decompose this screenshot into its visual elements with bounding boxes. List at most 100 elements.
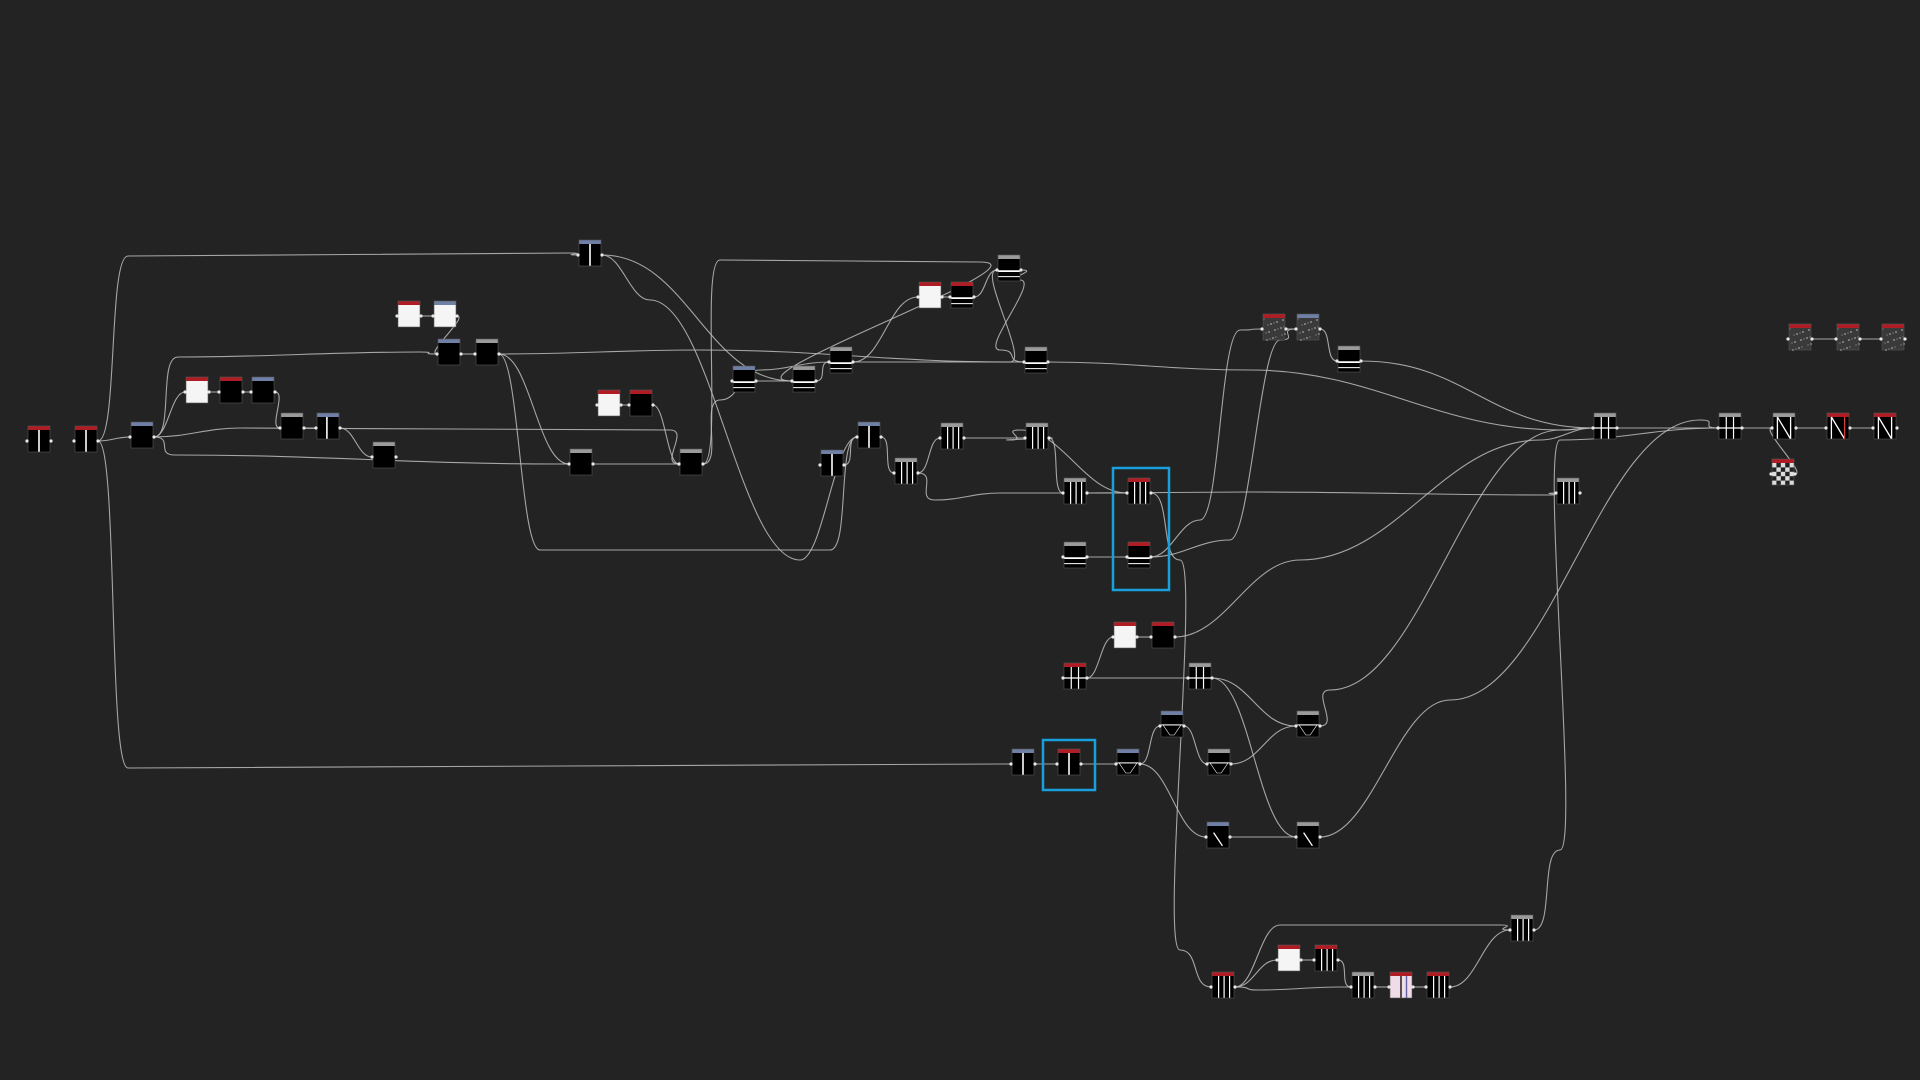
output-port[interactable] xyxy=(879,435,883,439)
output-port[interactable] xyxy=(1085,676,1089,680)
input-port[interactable] xyxy=(1294,835,1298,839)
input-port[interactable] xyxy=(1061,555,1065,559)
output-port[interactable] xyxy=(1229,762,1233,766)
output-port[interactable] xyxy=(1019,268,1023,272)
node-header[interactable] xyxy=(830,347,852,351)
node-header[interactable] xyxy=(317,413,339,417)
output-port[interactable] xyxy=(972,295,976,299)
graph-node[interactable] xyxy=(1770,412,1798,440)
input-port[interactable] xyxy=(677,462,681,466)
graph-node[interactable] xyxy=(1769,458,1797,486)
output-port[interactable] xyxy=(1079,762,1083,766)
node-header[interactable] xyxy=(28,426,50,430)
output-port[interactable] xyxy=(754,379,758,383)
output-port[interactable] xyxy=(338,426,342,430)
graph-node[interactable] xyxy=(1424,971,1452,999)
output-port[interactable] xyxy=(1336,958,1340,962)
input-port[interactable] xyxy=(1125,555,1129,559)
input-port[interactable] xyxy=(627,403,631,407)
node-header[interactable] xyxy=(821,450,843,454)
output-port[interactable] xyxy=(1182,724,1186,728)
graph-node[interactable] xyxy=(827,346,855,374)
node-header[interactable] xyxy=(733,366,755,370)
graph-node[interactable] xyxy=(1111,621,1139,649)
graph-node[interactable] xyxy=(1061,541,1089,569)
input-port[interactable] xyxy=(1114,762,1118,766)
graph-node[interactable] xyxy=(1349,971,1377,999)
input-port[interactable] xyxy=(1149,635,1153,639)
graph-node[interactable] xyxy=(1023,422,1051,450)
input-port[interactable] xyxy=(1834,337,1838,341)
output-port[interactable] xyxy=(701,462,705,466)
output-port[interactable] xyxy=(1138,762,1142,766)
input-port[interactable] xyxy=(72,439,76,443)
output-port[interactable] xyxy=(1411,985,1415,989)
output-port[interactable] xyxy=(1233,985,1237,989)
node-header[interactable] xyxy=(186,377,208,381)
output-port[interactable] xyxy=(940,295,944,299)
input-port[interactable] xyxy=(431,314,435,318)
output-port[interactable] xyxy=(1793,472,1797,476)
graph-node[interactable] xyxy=(1879,323,1907,351)
node-header[interactable] xyxy=(1297,314,1319,318)
output-port[interactable] xyxy=(814,379,818,383)
graph-node[interactable] xyxy=(1055,748,1083,776)
input-port[interactable] xyxy=(1424,985,1428,989)
node-header[interactable] xyxy=(1114,622,1136,626)
input-port[interactable] xyxy=(855,435,859,439)
node-header[interactable] xyxy=(373,442,395,446)
node-header[interactable] xyxy=(220,377,242,381)
output-port[interactable] xyxy=(152,435,156,439)
input-port[interactable] xyxy=(892,471,896,475)
graph-node[interactable] xyxy=(1312,944,1340,972)
input-port[interactable] xyxy=(183,390,187,394)
input-port[interactable] xyxy=(1871,426,1875,430)
node-header[interactable] xyxy=(131,422,153,426)
output-port[interactable] xyxy=(1532,928,1536,932)
input-port[interactable] xyxy=(995,268,999,272)
graph-node[interactable] xyxy=(395,300,423,328)
input-port[interactable] xyxy=(1824,426,1828,430)
node-header[interactable] xyxy=(680,449,702,453)
input-port[interactable] xyxy=(1312,958,1316,962)
node-header[interactable] xyxy=(1882,324,1904,328)
node-header[interactable] xyxy=(1152,622,1174,626)
node-header[interactable] xyxy=(1026,423,1048,427)
node-header[interactable] xyxy=(1427,972,1449,976)
output-port[interactable] xyxy=(651,403,655,407)
node-header[interactable] xyxy=(570,449,592,453)
graph-node[interactable] xyxy=(314,412,342,440)
output-port[interactable] xyxy=(1299,958,1303,962)
node-header[interactable] xyxy=(1064,542,1086,546)
node-header[interactable] xyxy=(1837,324,1859,328)
node-header[interactable] xyxy=(1064,478,1086,482)
graph-node[interactable] xyxy=(1294,710,1322,738)
graph-node[interactable] xyxy=(1275,944,1303,972)
output-port[interactable] xyxy=(1615,426,1619,430)
graph-node[interactable] xyxy=(790,365,818,393)
output-port[interactable] xyxy=(1359,359,1363,363)
graph-node[interactable] xyxy=(1149,621,1177,649)
graph-node[interactable] xyxy=(25,425,53,453)
graph-node[interactable] xyxy=(576,239,604,267)
input-port[interactable] xyxy=(1061,676,1065,680)
input-port[interactable] xyxy=(1275,958,1279,962)
output-port[interactable] xyxy=(1046,360,1050,364)
node-header[interactable] xyxy=(1128,542,1150,546)
graph-node[interactable] xyxy=(1186,662,1214,690)
input-port[interactable] xyxy=(395,314,399,318)
graph-node[interactable] xyxy=(370,441,398,469)
input-port[interactable] xyxy=(1769,472,1773,476)
input-port[interactable] xyxy=(827,360,831,364)
input-port[interactable] xyxy=(1770,426,1774,430)
node-header[interactable] xyxy=(1719,413,1741,417)
graph-node[interactable] xyxy=(1204,821,1232,849)
output-port[interactable] xyxy=(1149,491,1153,495)
input-port[interactable] xyxy=(1591,426,1595,430)
node-header[interactable] xyxy=(1874,413,1896,417)
node-header[interactable] xyxy=(281,413,303,417)
node-header[interactable] xyxy=(1789,324,1811,328)
input-port[interactable] xyxy=(576,253,580,257)
graph-node[interactable] xyxy=(595,389,623,417)
output-port[interactable] xyxy=(96,439,100,443)
